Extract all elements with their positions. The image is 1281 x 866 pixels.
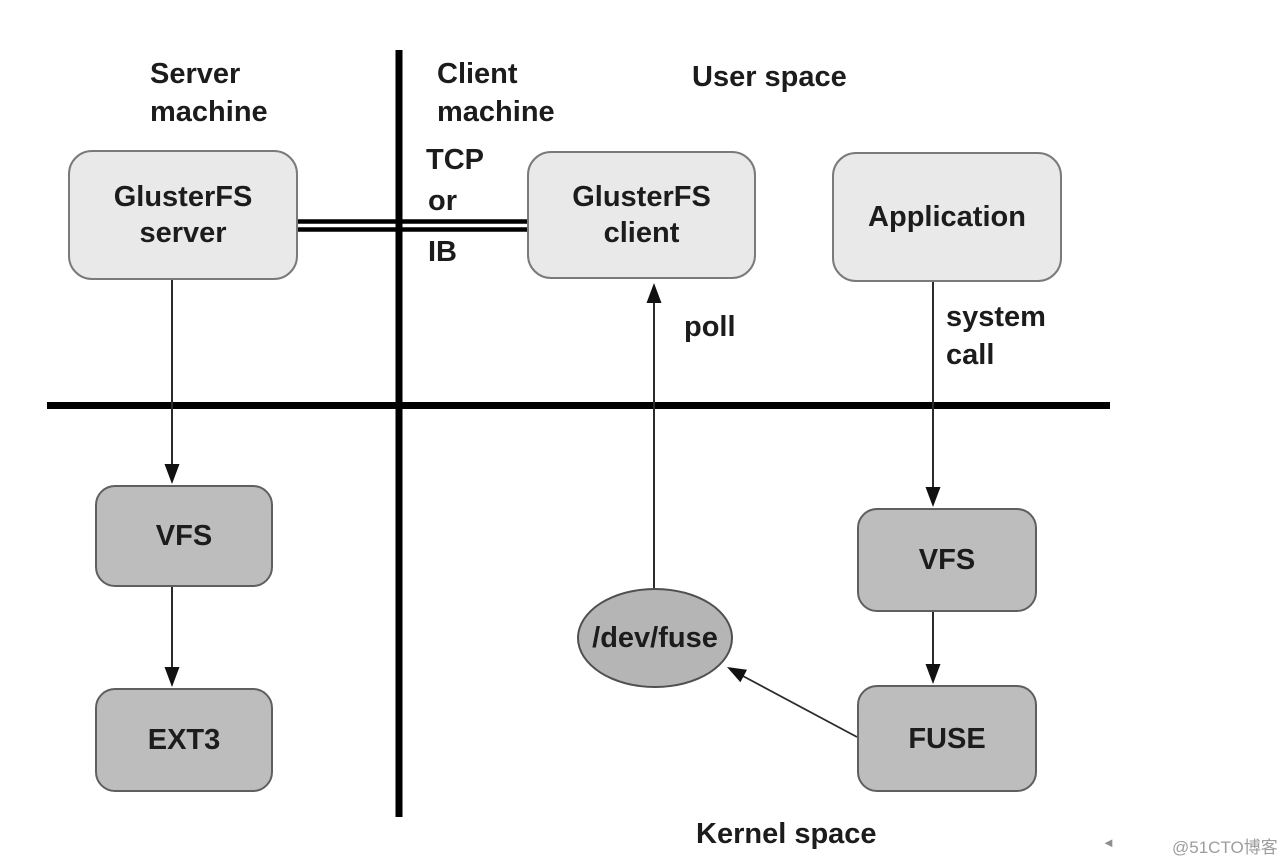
vfs-server-node: VFS bbox=[95, 485, 273, 587]
ext3-node: EXT3 bbox=[95, 688, 273, 792]
arrow-devfuse-to-client bbox=[646, 283, 662, 588]
watermark-triangle-icon: ◄ bbox=[1102, 835, 1115, 850]
client-machine-label: Client machine bbox=[437, 58, 555, 128]
arrow-server-to-vfs bbox=[164, 280, 180, 484]
ib-label: IB bbox=[428, 236, 457, 268]
arrow-vfs-to-ext3 bbox=[164, 587, 180, 687]
server-machine-label: Server machine bbox=[150, 58, 268, 128]
kernel-space-label: Kernel space bbox=[696, 818, 877, 850]
vfs-client-node: VFS bbox=[857, 508, 1037, 612]
arrow-vfs-to-fuse bbox=[925, 612, 941, 684]
glusterfs-client-node: GlusterFS client bbox=[527, 151, 756, 279]
system-call-label: system call bbox=[946, 301, 1046, 371]
watermark-text: @51CTO博客 bbox=[1172, 838, 1278, 857]
arrow-fuse-to-devfuse bbox=[727, 667, 858, 738]
or-label: or bbox=[428, 185, 457, 217]
poll-label: poll bbox=[684, 311, 736, 343]
application-node: Application bbox=[832, 152, 1062, 282]
network-link-double-line bbox=[298, 219, 527, 232]
fuse-node: FUSE bbox=[857, 685, 1037, 792]
user-space-label: User space bbox=[692, 61, 847, 93]
tcp-label: TCP bbox=[426, 144, 484, 176]
glusterfs-server-node: GlusterFS server bbox=[68, 150, 298, 280]
dev-fuse-node: /dev/fuse bbox=[577, 588, 733, 688]
arrow-application-to-vfs bbox=[925, 282, 941, 507]
